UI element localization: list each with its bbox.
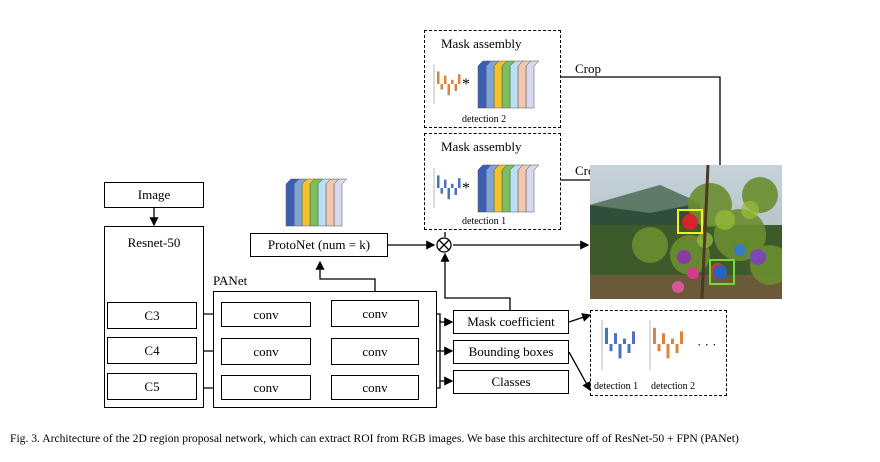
conv-label: conv — [253, 379, 279, 395]
star-label: * — [462, 76, 470, 93]
mask-assembly-box — [424, 30, 561, 128]
conv-box: conv — [331, 300, 419, 327]
coefficient-bar — [632, 331, 635, 344]
classes-box: Classes — [453, 370, 569, 394]
coefficient-bar — [662, 333, 665, 344]
mask-coefficient-box: Mask coefficient — [453, 310, 569, 334]
coefficient-bar — [451, 183, 454, 188]
coefficient-bar — [623, 338, 626, 344]
coefficient-bar — [671, 338, 674, 344]
image-label: Image — [137, 187, 171, 202]
multiply-node-icon — [436, 237, 452, 253]
coefficient-vectors-box — [590, 310, 727, 396]
coefficient-bar — [447, 84, 450, 96]
mask-assembly-label: Mask assembly — [441, 36, 522, 51]
prototype-stack-icon — [477, 164, 540, 213]
c4-label: C4 — [144, 342, 160, 358]
mask-assembly-label: Mask assembly — [441, 139, 522, 154]
c3-label: C3 — [144, 307, 160, 323]
bounding-boxes-label: Bounding boxes — [468, 344, 554, 359]
coefficient-bar — [627, 344, 631, 353]
coefficient-bar — [447, 188, 450, 200]
c5-label: C5 — [144, 378, 160, 394]
coefficient-bar — [618, 344, 622, 359]
coefficient-bar — [657, 344, 661, 352]
mask-assembly-box — [424, 133, 561, 230]
conv-box: conv — [331, 338, 419, 365]
coefficient-bar — [437, 71, 440, 84]
coefficient-bar — [675, 344, 679, 353]
conv-label: conv — [362, 379, 388, 395]
resnet-label: Resnet-50 — [127, 235, 181, 250]
coefficient-bar — [444, 75, 447, 84]
prototype-layer — [285, 178, 300, 227]
prototype-stack-icon — [285, 178, 348, 227]
c5-box: C5 — [107, 373, 197, 400]
panet-label: PANet — [213, 273, 248, 288]
prototype-layer — [333, 178, 348, 227]
c4-box: C4 — [107, 337, 197, 364]
detection1-label: detection 1 — [462, 216, 507, 227]
detection1-label: detection 1 — [594, 381, 639, 392]
conv-box: conv — [221, 302, 311, 327]
coefficient-bar — [440, 188, 443, 194]
coefficient-bar — [609, 344, 613, 352]
prototype-layer — [477, 164, 492, 213]
coefficient-bar — [437, 175, 440, 188]
crop-label: Crop — [575, 61, 601, 76]
protonet-box: ProtoNet (num = k) — [250, 233, 388, 257]
coefficient-bars-icon — [601, 320, 635, 370]
coefficient-bar — [454, 188, 457, 195]
coefficient-bar — [653, 327, 656, 344]
prototype-stack-icon — [477, 60, 540, 109]
conv-box: conv — [331, 375, 419, 400]
classes-label: Classes — [491, 374, 531, 389]
detection2-label: detection 2 — [651, 381, 696, 392]
mask-coefficient-label: Mask coefficient — [467, 314, 555, 329]
conv-label: conv — [362, 343, 388, 359]
coefficient-bar — [614, 333, 617, 344]
figure-caption: Fig. 3. Architecture of the 2D region pr… — [10, 432, 739, 445]
coefficient-bar — [444, 179, 447, 188]
coefficient-bar — [666, 344, 670, 359]
orchard-photo — [590, 165, 782, 299]
conv-label: conv — [253, 306, 279, 322]
coefficient-bars-icon — [649, 320, 683, 370]
conv-label: conv — [253, 343, 279, 359]
coefficient-bar — [454, 84, 457, 91]
prototype-layer — [477, 60, 492, 109]
coefficient-bars-icon — [433, 168, 461, 208]
image-box: Image — [104, 182, 204, 208]
c3-box: C3 — [107, 302, 197, 329]
coefficient-bar — [605, 327, 608, 344]
conv-box: conv — [221, 375, 311, 400]
coefficient-bar — [451, 79, 454, 84]
detection2-label: detection 2 — [462, 114, 507, 125]
coefficient-bar — [440, 84, 443, 90]
coefficient-bar — [458, 74, 461, 84]
bounding-boxes-box: Bounding boxes — [453, 340, 569, 364]
star-label: * — [462, 180, 470, 197]
conv-box: conv — [221, 338, 311, 365]
prototype-layer — [525, 164, 540, 213]
conv-label: conv — [362, 305, 388, 321]
ellipsis-label: · · · — [697, 337, 717, 352]
coefficient-bar — [680, 331, 683, 344]
protonet-label: ProtoNet (num = k) — [267, 237, 371, 252]
coefficient-bar — [458, 178, 461, 188]
coefficient-bars-icon — [433, 64, 461, 104]
prototype-layer — [525, 60, 540, 109]
